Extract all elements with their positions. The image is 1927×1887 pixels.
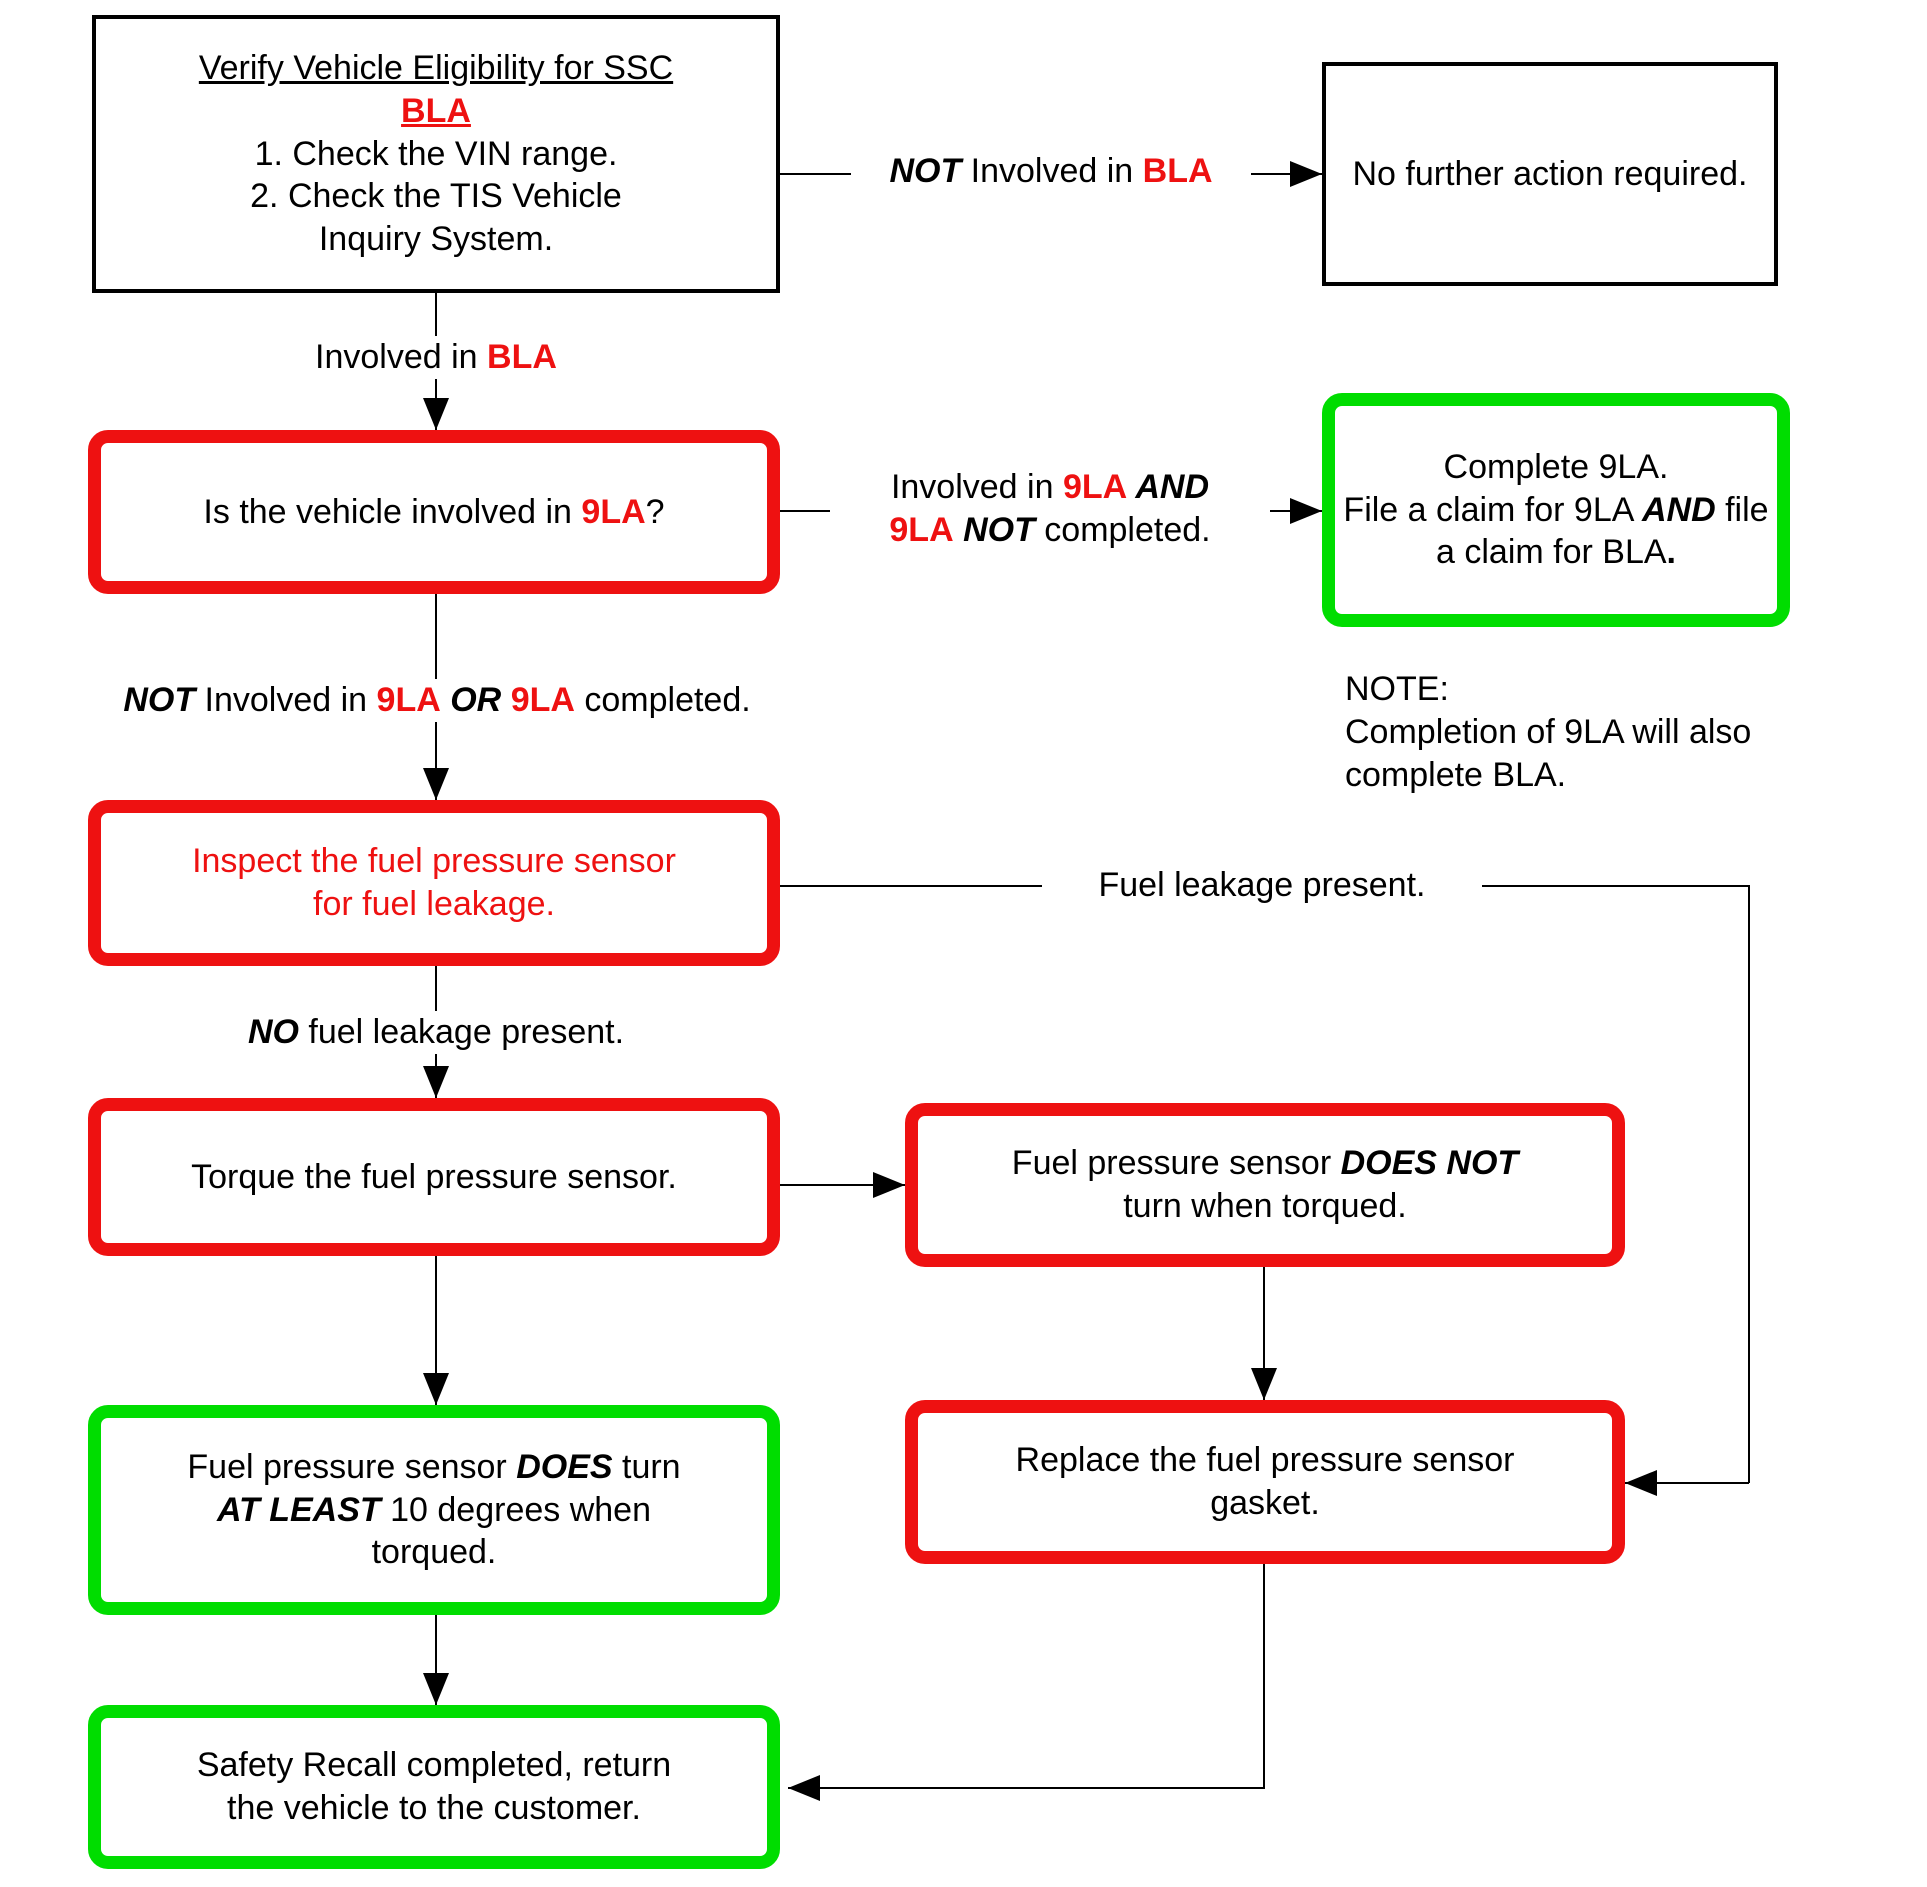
connector-line <box>780 1184 905 1186</box>
edge-label-line-2: 9LA NOT completed. <box>889 510 1211 549</box>
step-1: 1. Check the VIN range. <box>254 134 618 173</box>
arrowhead-icon <box>423 768 449 800</box>
node-is-vehicle-involved-9la: Is the vehicle involved in 9LA? <box>88 430 780 594</box>
node-no-further-action: No further action required. <box>1322 62 1778 286</box>
note-completion-9la: NOTE: Completion of 9LA will also comple… <box>1345 668 1905 796</box>
node-torque-fuel-pressure-sensor: Torque the fuel pressure sensor. <box>88 1098 780 1256</box>
arrowhead-icon <box>423 1673 449 1705</box>
node-text: Torque the fuel pressure sensor. <box>191 1157 677 1196</box>
node-sensor-does-not-turn: Fuel pressure sensor DOES NOT turn when … <box>905 1103 1625 1267</box>
arrowhead-icon <box>1625 1470 1657 1496</box>
step-2: 2. Check the TIS Vehicle <box>250 177 622 216</box>
campaign-code: BLA <box>401 91 471 130</box>
node-sensor-does-turn: Fuel pressure sensor DOES turn AT LEAST … <box>88 1405 780 1615</box>
node-verify-eligibility: Verify Vehicle Eligibility for SSC BLA 1… <box>92 15 780 293</box>
node-line-2: for fuel leakage. <box>313 885 555 923</box>
node-complete-9la: Complete 9LA. File a claim for 9LA AND f… <box>1322 393 1790 627</box>
node-line-3: a claim for BLA. <box>1436 533 1676 572</box>
node-line-2: the vehicle to the customer. <box>227 1789 641 1827</box>
connector-line <box>1263 1562 1265 1788</box>
arrowhead-icon <box>1290 161 1322 187</box>
node-line-2: turn when torqued. <box>1123 1187 1407 1225</box>
edge-label-involved-9la-not-completed: Involved in 9LA AND 9LA NOT completed. <box>830 466 1270 552</box>
node-line-2: File a claim for 9LA AND file <box>1343 490 1769 529</box>
connector-line <box>1748 885 1750 1483</box>
node-line-1: Fuel pressure sensor DOES NOT <box>1011 1144 1519 1183</box>
edge-label-involved-bla: Involved in BLA <box>236 336 636 379</box>
edge-label-not-involved-9la-or-completed: NOT Involved in 9LA OR 9LA completed. <box>27 679 847 722</box>
node-safety-recall-completed: Safety Recall completed, return the vehi… <box>88 1705 780 1869</box>
note-line-1: NOTE: <box>1345 670 1449 708</box>
connector-line <box>788 1787 1265 1789</box>
arrowhead-icon <box>423 1066 449 1098</box>
note-line-3: complete BLA. <box>1345 755 1567 794</box>
arrowhead-icon <box>1290 498 1322 524</box>
connector-line <box>1625 1482 1749 1484</box>
connector-line <box>435 1613 437 1705</box>
node-title: Verify Vehicle Eligibility for SSC <box>198 48 674 87</box>
connector-line <box>435 1254 437 1405</box>
arrowhead-icon <box>1251 1368 1277 1400</box>
node-line-2: AT LEAST 10 degrees when <box>216 1490 651 1529</box>
node-text: No further action required. <box>1352 154 1748 193</box>
node-line-1: Complete 9LA. <box>1443 447 1669 486</box>
arrowhead-icon <box>423 1373 449 1405</box>
arrowhead-icon <box>423 398 449 430</box>
node-text: Is the vehicle involved in 9LA? <box>203 492 665 531</box>
edge-label-no-fuel-leakage: NO fuel leakage present. <box>186 1011 686 1054</box>
arrowhead-icon <box>788 1775 820 1801</box>
step-2-cont: Inquiry System. <box>318 220 554 259</box>
node-line-1: Fuel pressure sensor DOES turn <box>187 1447 681 1486</box>
node-line-2: gasket. <box>1210 1484 1320 1522</box>
node-line-1: Inspect the fuel pressure sensor <box>192 842 676 881</box>
node-inspect-fuel-pressure-sensor: Inspect the fuel pressure sensor for fue… <box>88 800 780 966</box>
node-line-1: Replace the fuel pressure sensor <box>1015 1441 1515 1480</box>
note-line-2: Completion of 9LA will also <box>1345 712 1752 751</box>
edge-label-not-involved-bla: NOT Involved in BLA <box>851 150 1251 193</box>
arrowhead-icon <box>873 1172 905 1198</box>
node-line-3: torqued. <box>371 1533 497 1572</box>
node-replace-sensor-gasket: Replace the fuel pressure sensor gasket. <box>905 1400 1625 1564</box>
edge-label-line-1: Involved in 9LA AND <box>890 468 1210 506</box>
connector-line <box>1263 1265 1265 1400</box>
node-line-1: Safety Recall completed, return <box>196 1746 672 1785</box>
edge-label-fuel-leakage-present: Fuel leakage present. <box>1042 864 1482 907</box>
